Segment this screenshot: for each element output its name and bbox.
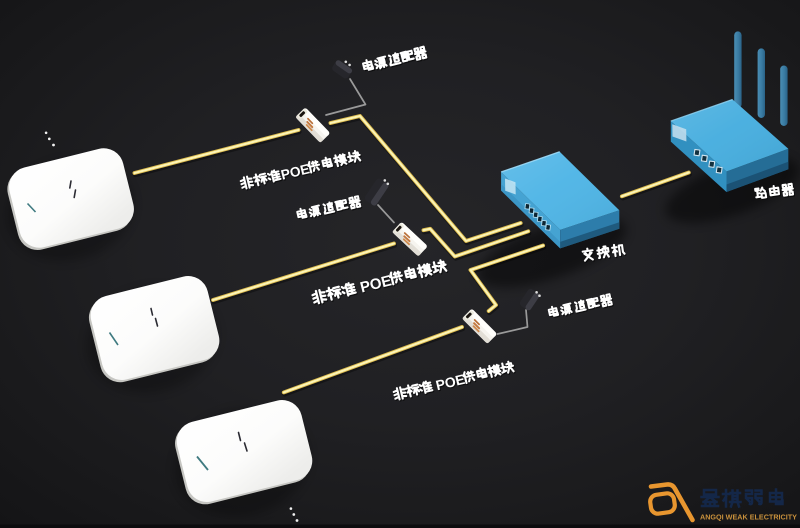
svg-text:POE: POE — [435, 372, 467, 394]
svg-text:POE: POE — [434, 371, 466, 393]
svg-text:POE: POE — [280, 162, 312, 183]
svg-text:ANGQI WEAK ELECTRICITY: ANGQI WEAK ELECTRICITY — [700, 513, 797, 522]
svg-text:POE: POE — [280, 161, 312, 182]
